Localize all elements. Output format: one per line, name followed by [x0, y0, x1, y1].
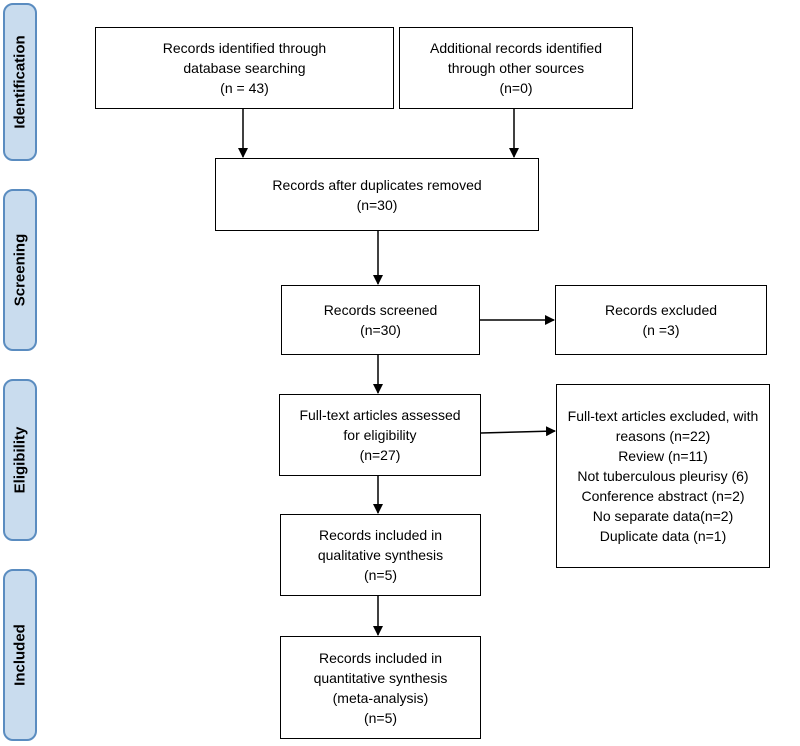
box-database-searching: Records identified through database sear…: [95, 27, 394, 109]
box-records-screened: Records screened (n=30): [281, 285, 480, 355]
arrow-fulltext-to-excluded: [480, 426, 556, 437]
box-quantitative-synthesis: Records included in quantitative synthes…: [280, 636, 481, 739]
box-other-sources: Additional records identified through ot…: [399, 27, 633, 109]
box-records-excluded: Records excluded (n =3): [555, 285, 767, 355]
phase-included: Included: [3, 569, 37, 741]
box-fulltext-excluded: Full-text articles excluded, with reason…: [556, 384, 770, 568]
box-duplicates-removed: Records after duplicates removed (n=30): [215, 158, 539, 231]
phase-eligibility: Eligibility: [3, 379, 37, 541]
box-fulltext-assessed: Full-text articles assessed for eligibil…: [279, 394, 481, 476]
phase-screening: Screening: [3, 189, 37, 351]
box-qualitative-synthesis: Records included in qualitative synthesi…: [280, 514, 481, 596]
phase-identification: Identification: [3, 3, 37, 161]
